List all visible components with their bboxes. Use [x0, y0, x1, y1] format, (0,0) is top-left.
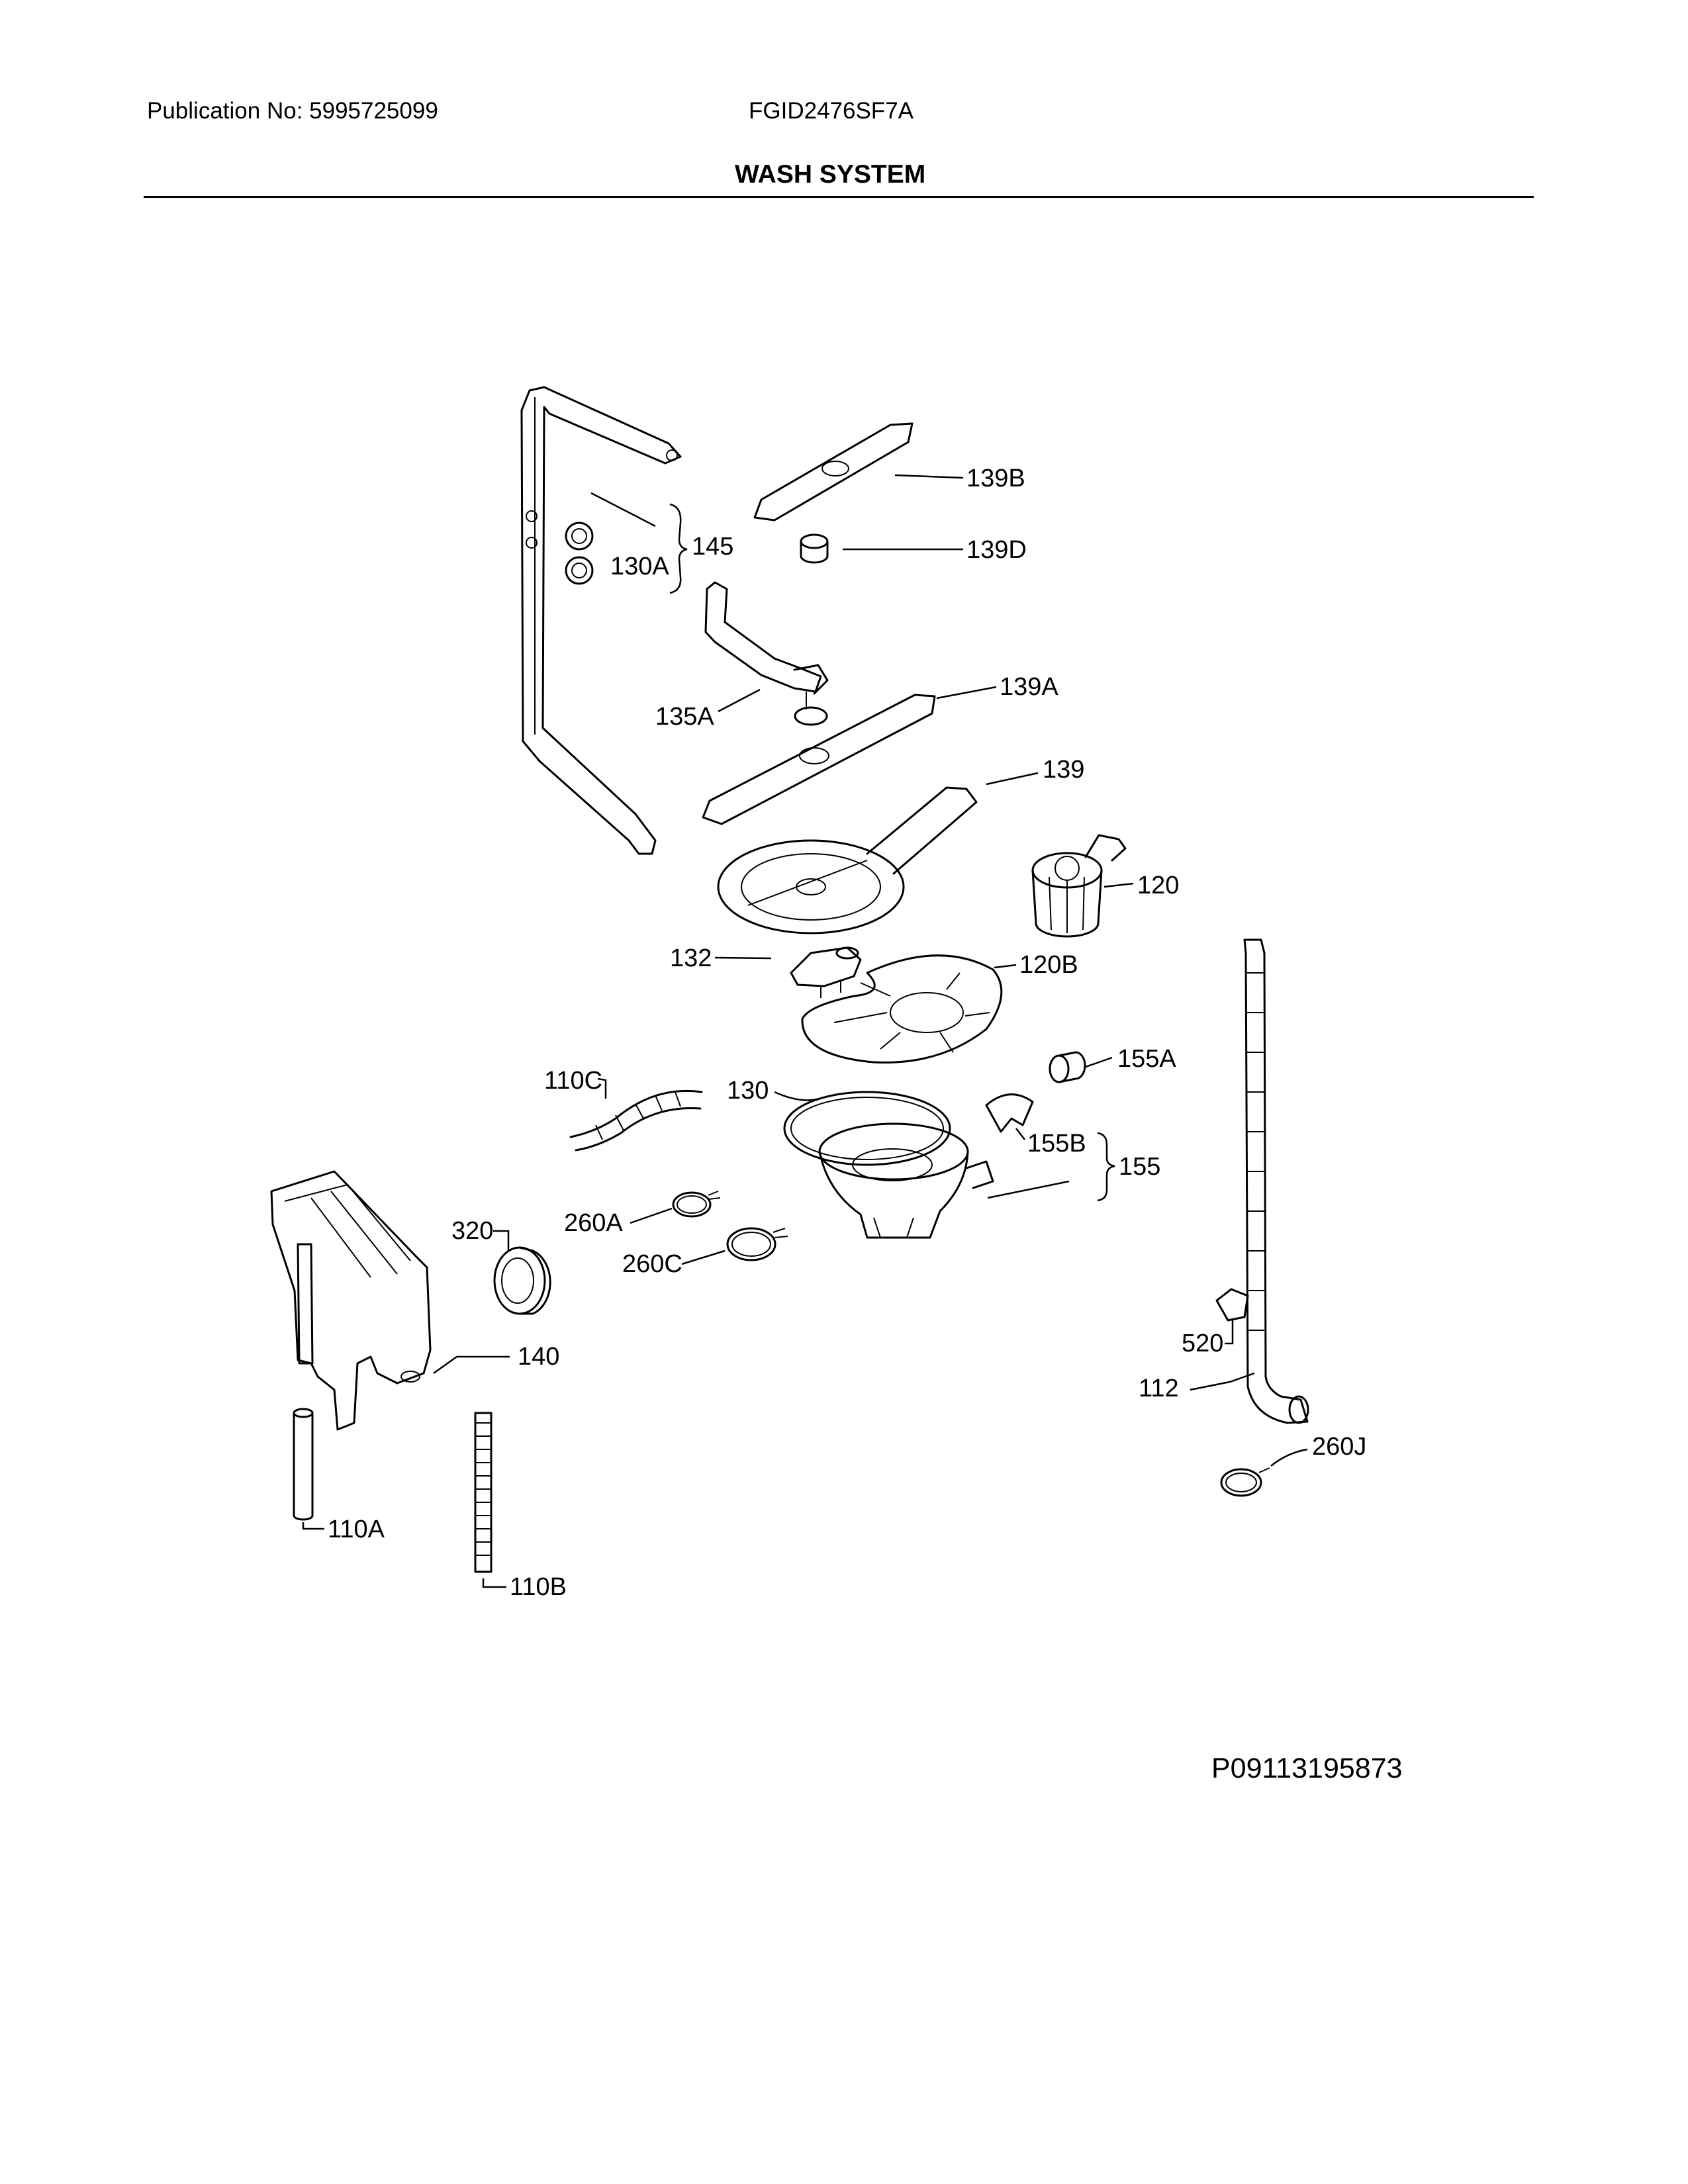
- callout-139A: 139A: [1000, 673, 1058, 701]
- leader-110A: [302, 1522, 324, 1530]
- part-130-seal: [783, 1091, 951, 1166]
- leader-520: [1225, 1320, 1234, 1345]
- leader-155A: [1085, 1056, 1113, 1068]
- leader-260A: [630, 1207, 673, 1224]
- leader-140: [433, 1355, 510, 1375]
- part-110C-hose: [569, 1089, 703, 1152]
- callout-520: 520: [1182, 1330, 1223, 1357]
- callout-130A: 130A: [610, 553, 669, 580]
- leader-135A: [718, 688, 761, 713]
- part-260J-clamp: [1220, 1467, 1270, 1497]
- callout-145: 145: [692, 533, 733, 561]
- page-title: WASH SYSTEM: [735, 160, 926, 189]
- callout-110B: 110B: [510, 1573, 567, 1601]
- callout-260A: 260A: [564, 1209, 623, 1237]
- part-140-tank: [270, 1170, 432, 1431]
- callout-110C: 110C: [544, 1067, 602, 1095]
- part-260A-clamp: [672, 1191, 721, 1218]
- callout-155A: 155A: [1117, 1045, 1176, 1073]
- callout-130: 130: [727, 1077, 769, 1105]
- callout-320: 320: [451, 1217, 493, 1245]
- callout-155: 155: [1119, 1153, 1160, 1181]
- leader-145: [590, 492, 656, 527]
- part-139-lower-spray-arm: [717, 786, 978, 934]
- part-135A-arm-support: [704, 581, 829, 726]
- leader-139A: [936, 686, 997, 700]
- part-110A-tube: [293, 1408, 314, 1521]
- callout-140: 140: [518, 1343, 559, 1371]
- callout-110A: 110A: [328, 1516, 385, 1543]
- diagram-code: P09113195873: [1211, 1752, 1403, 1784]
- part-132-diverter: [790, 946, 862, 998]
- leader-155: [987, 1180, 1070, 1199]
- leader-155B: [1015, 1128, 1025, 1140]
- leader-112: [1190, 1372, 1255, 1391]
- brace-145: [669, 503, 688, 594]
- callout-120: 120: [1137, 872, 1179, 899]
- callout-135A: 135A: [655, 703, 714, 731]
- leader-139: [986, 772, 1039, 786]
- part-260C-clamp: [726, 1227, 788, 1261]
- part-130A-grommets: [565, 522, 594, 585]
- callout-139B: 139B: [966, 465, 1025, 492]
- model-number: FGID2476SF7A: [749, 98, 914, 124]
- callout-260J: 260J: [1312, 1433, 1366, 1461]
- leader-110C: [597, 1077, 607, 1099]
- brace-155: [1097, 1132, 1115, 1202]
- part-155B-cover: [985, 1093, 1034, 1133]
- part-155A-grommet: [1049, 1051, 1086, 1083]
- leader-260C: [681, 1250, 726, 1265]
- part-145-supply-pipe: [520, 386, 682, 855]
- callout-132: 132: [670, 944, 712, 972]
- callout-260C: 260C: [622, 1250, 682, 1278]
- header-divider: [144, 196, 1534, 198]
- leader-320: [493, 1230, 510, 1251]
- leader-139B: [894, 474, 964, 479]
- part-120-filter: [1031, 834, 1127, 938]
- leader-120B: [994, 964, 1017, 969]
- leader-130: [774, 1091, 820, 1101]
- part-112-drain-hose: [1243, 938, 1309, 1424]
- callout-139D: 139D: [966, 536, 1027, 564]
- publication-number: Publication No: 5995725099: [147, 98, 438, 124]
- callout-120B: 120B: [1019, 951, 1078, 979]
- part-139D-nut: [800, 533, 829, 564]
- callout-155B: 155B: [1027, 1130, 1086, 1158]
- part-120B-filter-plate: [801, 954, 1003, 1064]
- part-110B-hose: [474, 1412, 492, 1573]
- part-320-seal: [493, 1246, 551, 1315]
- callout-139: 139: [1043, 756, 1084, 784]
- leader-260J: [1270, 1448, 1308, 1467]
- leader-110B: [482, 1578, 506, 1588]
- part-155-sump: [818, 1122, 994, 1239]
- part-139A-middle-spray-arm: [702, 694, 936, 825]
- leader-120: [1103, 882, 1134, 888]
- callout-112: 112: [1139, 1375, 1179, 1402]
- part-139B-upper-spray-arm: [753, 422, 914, 522]
- part-520-clip: [1215, 1288, 1249, 1322]
